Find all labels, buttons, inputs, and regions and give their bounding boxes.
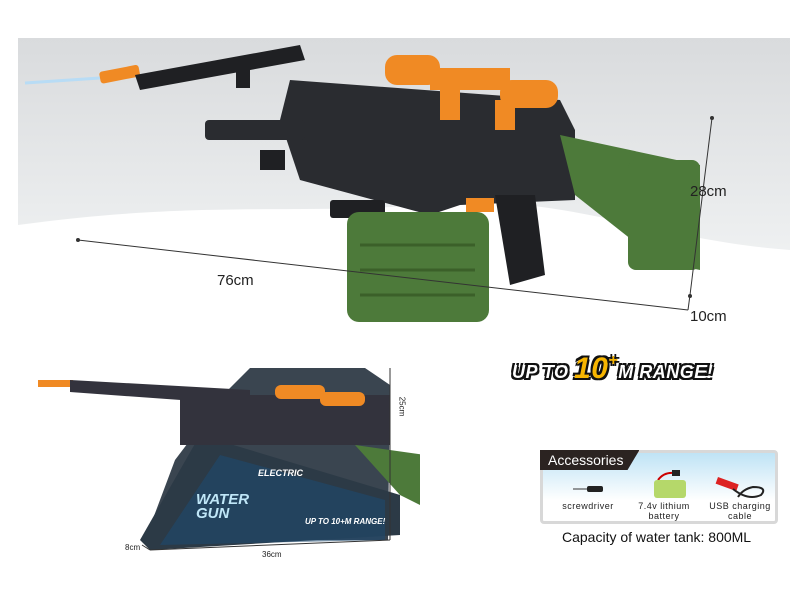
accessory-label-screwdriver: screwdriver xyxy=(562,501,614,511)
range-suffix: M RANGE! xyxy=(618,362,714,382)
package-width-label: 36cm xyxy=(262,550,282,559)
width-label: 10cm xyxy=(690,308,727,325)
package-depth-label: 8cm xyxy=(125,543,141,552)
accessories-title: Accessories xyxy=(540,450,640,470)
height-dimension-line xyxy=(689,117,713,296)
water-tank xyxy=(347,212,489,322)
water-gun-main-image xyxy=(76,45,714,322)
battery-icon xyxy=(654,470,686,498)
accessories-panel: Accessories screwdriver 7.4v lithium bat… xyxy=(540,450,778,524)
screwdriver-icon xyxy=(573,486,603,492)
box-title: WATER GUN xyxy=(196,491,250,522)
box-range-text: UP TO 10+M RANGE! xyxy=(305,517,386,526)
water-tank-capacity: Capacity of water tank: 800ML xyxy=(562,529,752,545)
box-electric-label: ELECTRIC xyxy=(258,468,303,478)
trigger xyxy=(466,198,494,212)
barrel-tip xyxy=(99,64,140,84)
length-label: 76cm xyxy=(217,272,254,289)
packaged-gun-image xyxy=(38,368,420,551)
grip xyxy=(495,195,545,285)
usb-cable-icon xyxy=(715,477,765,498)
stock xyxy=(560,135,700,270)
length-dimension-line xyxy=(77,239,689,311)
package-depth-line xyxy=(141,544,151,551)
water-stream xyxy=(24,76,101,85)
front-sight xyxy=(236,58,250,88)
height-label: 28cm xyxy=(690,183,727,200)
package-width-line xyxy=(149,539,391,551)
scope xyxy=(385,55,558,130)
range-number: 10 xyxy=(574,352,609,385)
range-prefix: UP TO xyxy=(512,362,569,382)
range-plus: + xyxy=(608,352,619,369)
accessory-label-usb-cable: USB charging cable xyxy=(709,501,771,521)
range-banner: UP TO 10+M RANGE! xyxy=(512,352,713,386)
accessory-label-battery: 7.4v lithium battery xyxy=(638,501,690,521)
barrel xyxy=(135,45,305,90)
package-height-label: 25cm xyxy=(397,396,407,417)
